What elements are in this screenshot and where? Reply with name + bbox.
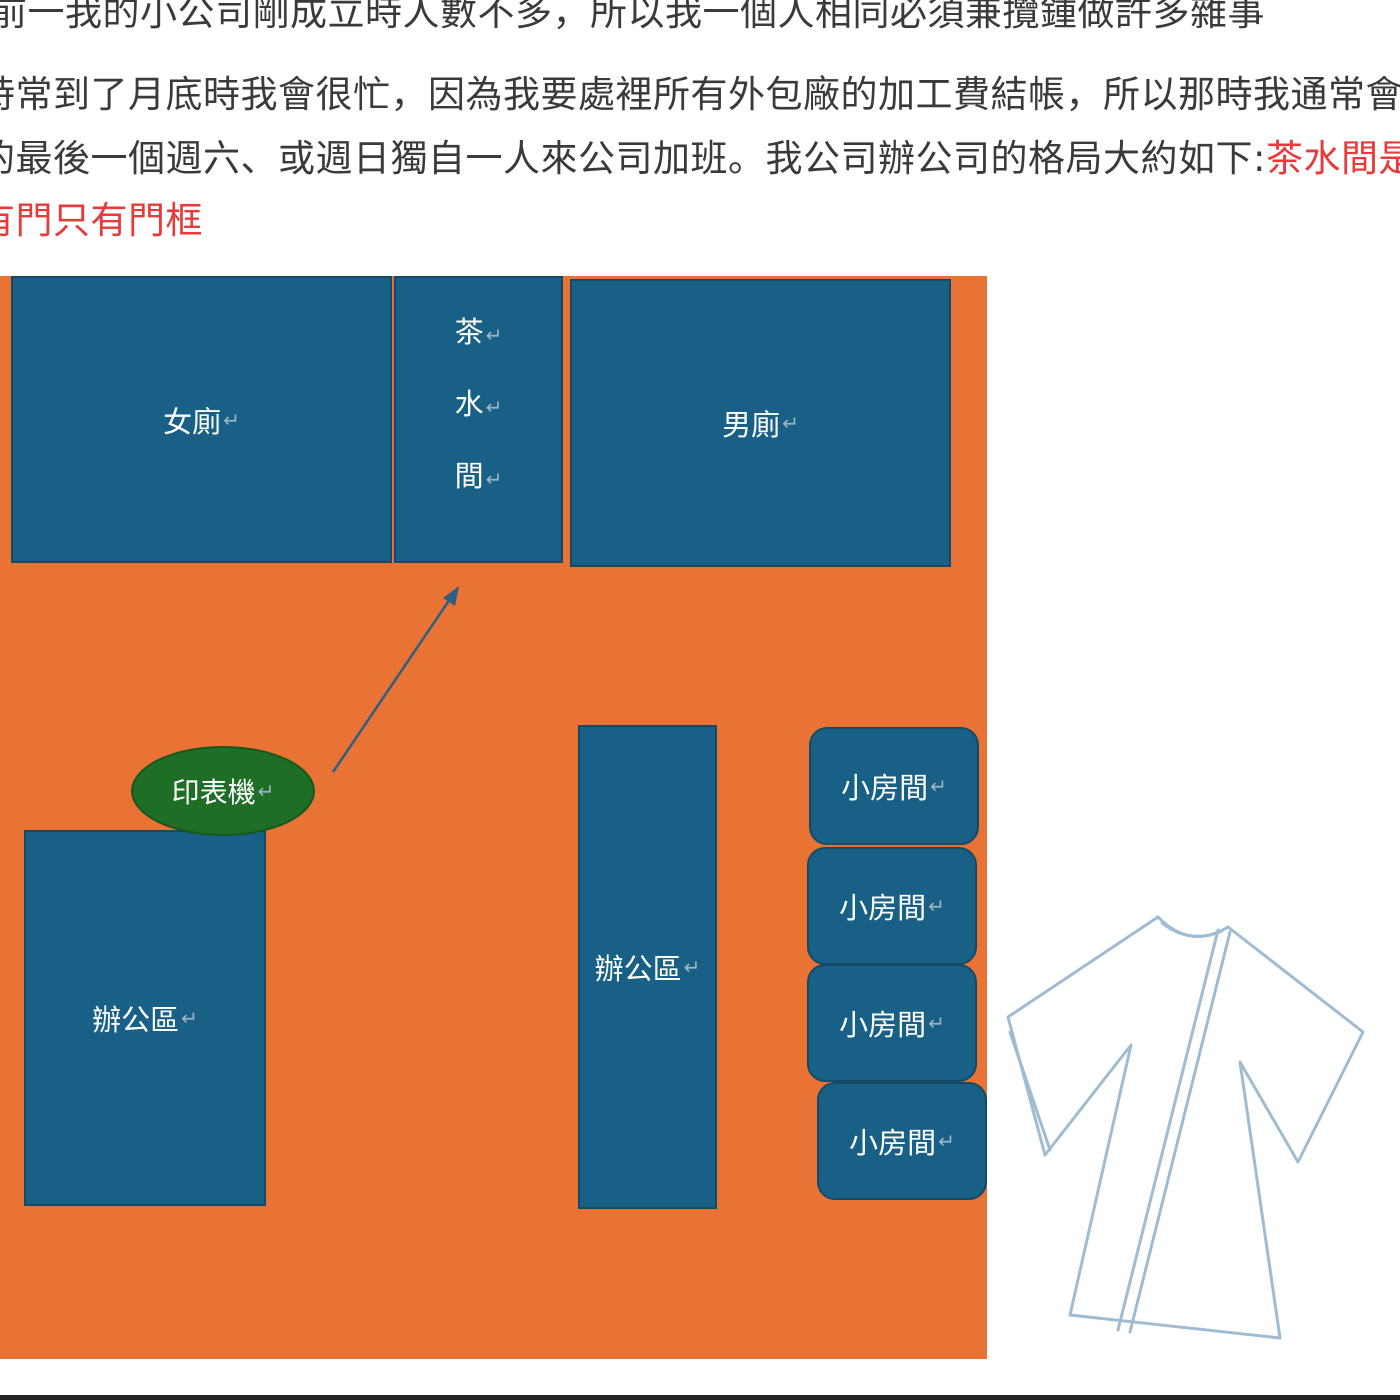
return-mark-icon: ↵ <box>928 894 945 918</box>
tea-room-char-3-text: 間 <box>454 459 484 493</box>
printer: 印表機↵ <box>131 746 315 836</box>
womens-restroom-label: 女廁 <box>163 404 222 439</box>
return-mark-icon: ↵ <box>485 323 503 347</box>
mens-restroom: 男廁↵ <box>570 279 951 567</box>
paragraph-line-0-text: 前一我的小公司剛成立時人數不多，所以我一個人相同必須兼攬鍾做許多雜事 <box>0 0 1265 34</box>
return-mark-icon: ↵ <box>930 774 947 798</box>
arrow-up-right-icon <box>331 586 459 773</box>
robe-sketch-icon <box>1006 915 1365 1340</box>
highlighted-text: 茶水間是開 <box>1265 137 1400 180</box>
paragraph-line-2: 的最後一個週六、或週日獨自一人來公司加班。我公司辦公司的格局大約如下:茶水間是開 <box>0 128 1400 182</box>
office-area-left: 辦公區↵ <box>24 830 266 1206</box>
small-room-1: 小房間↵ <box>809 727 979 845</box>
highlighted-text-continued: 有門只有門框 <box>0 199 203 242</box>
office-area-center: 辦公區↵ <box>578 725 717 1209</box>
tea-room-char-1-text: 茶 <box>454 315 484 349</box>
tea-room: 茶↵ 水↵ 間↵ <box>394 276 563 563</box>
small-room-3-label: 小房間 <box>839 1008 927 1042</box>
return-mark-icon: ↵ <box>485 467 503 491</box>
tea-room-char-2-text: 水 <box>454 387 484 421</box>
return-mark-icon: ↵ <box>683 955 701 979</box>
small-room-4: 小房間↵ <box>817 1082 987 1200</box>
small-room-3: 小房間↵ <box>807 964 977 1082</box>
office-area-center-label: 辦公區 <box>594 952 682 986</box>
office-area-left-label: 辦公區 <box>92 1003 180 1037</box>
small-room-2-label: 小房間 <box>839 891 927 925</box>
paragraph-line-1-text: 時常到了月底時我會很忙，因為我要處裡所有外包廠的加工費結帳，所以那時我通常會選 <box>0 73 1400 116</box>
mens-restroom-label: 男廁 <box>722 408 781 442</box>
page-bottom-border <box>0 1395 1400 1400</box>
tea-room-char-3: 間↵ <box>455 456 503 528</box>
paragraph-line-2-text: 的最後一個週六、或週日獨自一人來公司加班。我公司辦公司的格局大約如下: <box>0 137 1266 180</box>
tea-room-char-2: 水↵ <box>455 384 503 456</box>
paragraph-line-0: 前一我的小公司剛成立時人數不多，所以我一個人相同必須兼攬鍾做許多雜事 <box>0 0 1265 36</box>
tea-room-char-1: 茶↵ <box>455 312 503 384</box>
printer-label: 印表機 <box>171 776 256 809</box>
paragraph-line-1: 時常到了月底時我會很忙，因為我要處裡所有外包廠的加工費結帳，所以那時我通常會選 <box>0 64 1400 118</box>
paragraph-line-3: 有門只有門框 <box>0 190 203 244</box>
return-mark-icon: ↵ <box>181 1006 198 1030</box>
womens-restroom: 女廁↵ <box>11 276 392 563</box>
return-mark-icon: ↵ <box>257 779 275 803</box>
return-mark-icon: ↵ <box>485 395 503 419</box>
small-room-1-label: 小房間 <box>841 771 929 805</box>
return-mark-icon: ↵ <box>938 1129 955 1153</box>
small-room-2: 小房間↵ <box>807 847 977 965</box>
return-mark-icon: ↵ <box>928 1011 945 1035</box>
return-mark-icon: ↵ <box>223 407 240 432</box>
return-mark-icon: ↵ <box>782 411 799 435</box>
small-room-4-label: 小房間 <box>849 1126 937 1160</box>
